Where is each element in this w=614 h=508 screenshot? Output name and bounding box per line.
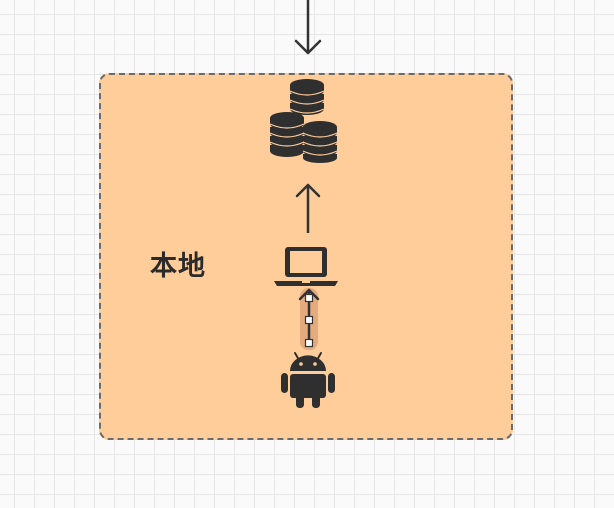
laptop-to-database-edge[interactable] bbox=[295, 183, 321, 233]
edge-handle-middle[interactable] bbox=[304, 315, 314, 325]
database-coins-icon[interactable] bbox=[269, 79, 338, 163]
android-to-laptop-edge-selected[interactable] bbox=[298, 288, 320, 350]
group-label-local[interactable]: 本地 bbox=[150, 251, 206, 282]
android-icon[interactable] bbox=[281, 352, 335, 408]
edge-handle-start[interactable] bbox=[304, 293, 314, 303]
laptop-icon[interactable] bbox=[274, 247, 338, 286]
incoming-edge-arrow[interactable] bbox=[294, 0, 322, 55]
edge-handle-end[interactable] bbox=[304, 338, 314, 348]
